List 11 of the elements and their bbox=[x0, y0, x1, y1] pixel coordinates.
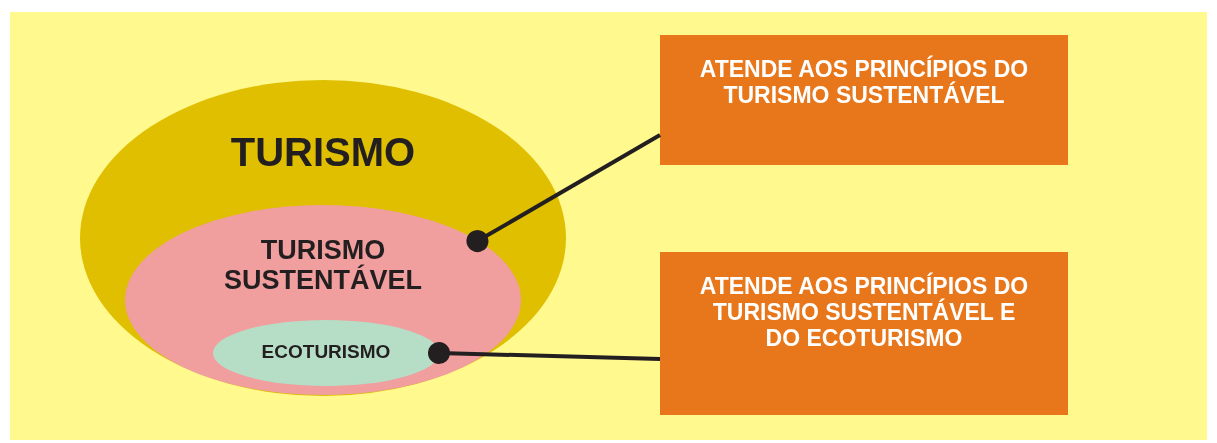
box-text: ATENDE AOS PRINCÍPIOS DO TURISMO SUSTENTÁVEL bbox=[699, 57, 1029, 109]
label-box bbox=[660, 252, 1068, 415]
ellipse-label: ECOTURISMO bbox=[260, 341, 392, 363]
leader-line bbox=[428, 342, 661, 364]
ellipse bbox=[125, 205, 521, 395]
leader-line bbox=[466, 133, 661, 253]
box-text: ATENDE AOS PRINCÍPIOS DO TURISMO SUSTENTÁVEL E DO ECOTURISMO bbox=[699, 274, 1029, 352]
label-box bbox=[660, 35, 1068, 165]
ellipse bbox=[80, 80, 566, 396]
ellipse-label: TURISMO bbox=[229, 130, 417, 175]
ellipse-label: TURISMO SUSTENTÁVEL bbox=[223, 235, 423, 296]
